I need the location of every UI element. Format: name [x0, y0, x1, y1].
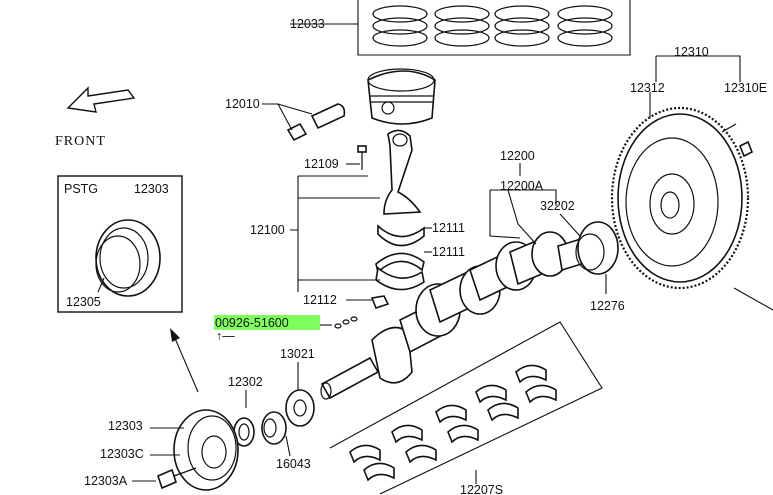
- label-12310[interactable]: 12310: [674, 45, 709, 59]
- washer[interactable]: [233, 417, 255, 447]
- highlight-marker: ↑—: [216, 329, 235, 343]
- label-16043[interactable]: 16043: [276, 457, 311, 471]
- piston[interactable]: [367, 68, 436, 125]
- label-12200A[interactable]: 12200A: [500, 179, 544, 193]
- label-12303A[interactable]: 12303A: [84, 474, 128, 488]
- piston-rings-group: 12033: [290, 0, 631, 56]
- label-32202[interactable]: 32202: [540, 199, 575, 213]
- label-12303C[interactable]: 12303C: [100, 447, 144, 461]
- piston-pin[interactable]: [286, 103, 346, 142]
- crank-pulley[interactable]: [173, 409, 239, 491]
- label-12109[interactable]: 12109: [304, 157, 339, 171]
- bearing-set-box[interactable]: [329, 321, 603, 495]
- flywheel-bolts[interactable]: [721, 123, 754, 158]
- label-12033[interactable]: 12033: [290, 17, 325, 31]
- ring-set-1[interactable]: [372, 5, 428, 47]
- conrod-nut[interactable]: [370, 295, 390, 309]
- label-12100[interactable]: 12100: [250, 223, 285, 237]
- pstg-label: PSTG: [64, 182, 98, 196]
- label-12310E[interactable]: 12310E: [724, 81, 767, 95]
- ring-set-4[interactable]: [557, 5, 613, 47]
- label-12111-lower[interactable]: 12111: [432, 245, 465, 259]
- ring-set-2[interactable]: [434, 5, 490, 47]
- pulley-bolt[interactable]: [157, 467, 197, 490]
- highlighted-part-number[interactable]: 00926-51600 ↑—: [214, 315, 332, 343]
- conrod-bolt[interactable]: [357, 145, 367, 170]
- label-12010[interactable]: 12010: [225, 97, 260, 111]
- front-indicator: FRONT: [55, 86, 136, 149]
- label-12312[interactable]: 12312: [630, 81, 665, 95]
- label-12207S[interactable]: 12207S: [460, 483, 503, 495]
- ring-set-3[interactable]: [494, 5, 550, 47]
- crank-sprocket[interactable]: [285, 389, 315, 427]
- pstg-inset-box: PSTG 12303 12305: [57, 175, 183, 313]
- label-12302[interactable]: 12302: [228, 375, 263, 389]
- label-12276[interactable]: 12276: [590, 299, 625, 313]
- conrod-bearing-lower[interactable]: [375, 252, 425, 274]
- label-12200[interactable]: 12200: [500, 149, 535, 163]
- rear-oil-seal[interactable]: [575, 221, 619, 275]
- label-12112[interactable]: 12112: [303, 293, 337, 307]
- conrod-bearing-upper[interactable]: [377, 224, 425, 247]
- highlight-background: [214, 315, 320, 330]
- small-key-parts[interactable]: [334, 316, 358, 329]
- front-label: FRONT: [55, 134, 106, 149]
- label-12303[interactable]: 12303: [108, 419, 143, 433]
- label-12111-upper[interactable]: 12111: [432, 221, 465, 235]
- label-12305[interactable]: 12305: [66, 295, 101, 309]
- pulley-seal-part[interactable]: [95, 219, 161, 297]
- conrod-cap[interactable]: [375, 266, 425, 291]
- label-13021[interactable]: 13021: [280, 347, 315, 361]
- direction-arrow: [170, 328, 199, 393]
- label-12303-box[interactable]: 12303: [134, 182, 169, 196]
- label-00926-51600[interactable]: 00926-51600: [215, 316, 289, 330]
- crankshaft[interactable]: [320, 231, 589, 400]
- front-arrow-icon: [66, 86, 136, 113]
- connecting-rod[interactable]: [383, 129, 422, 215]
- flywheel[interactable]: [610, 106, 750, 290]
- timing-gear[interactable]: [261, 411, 287, 445]
